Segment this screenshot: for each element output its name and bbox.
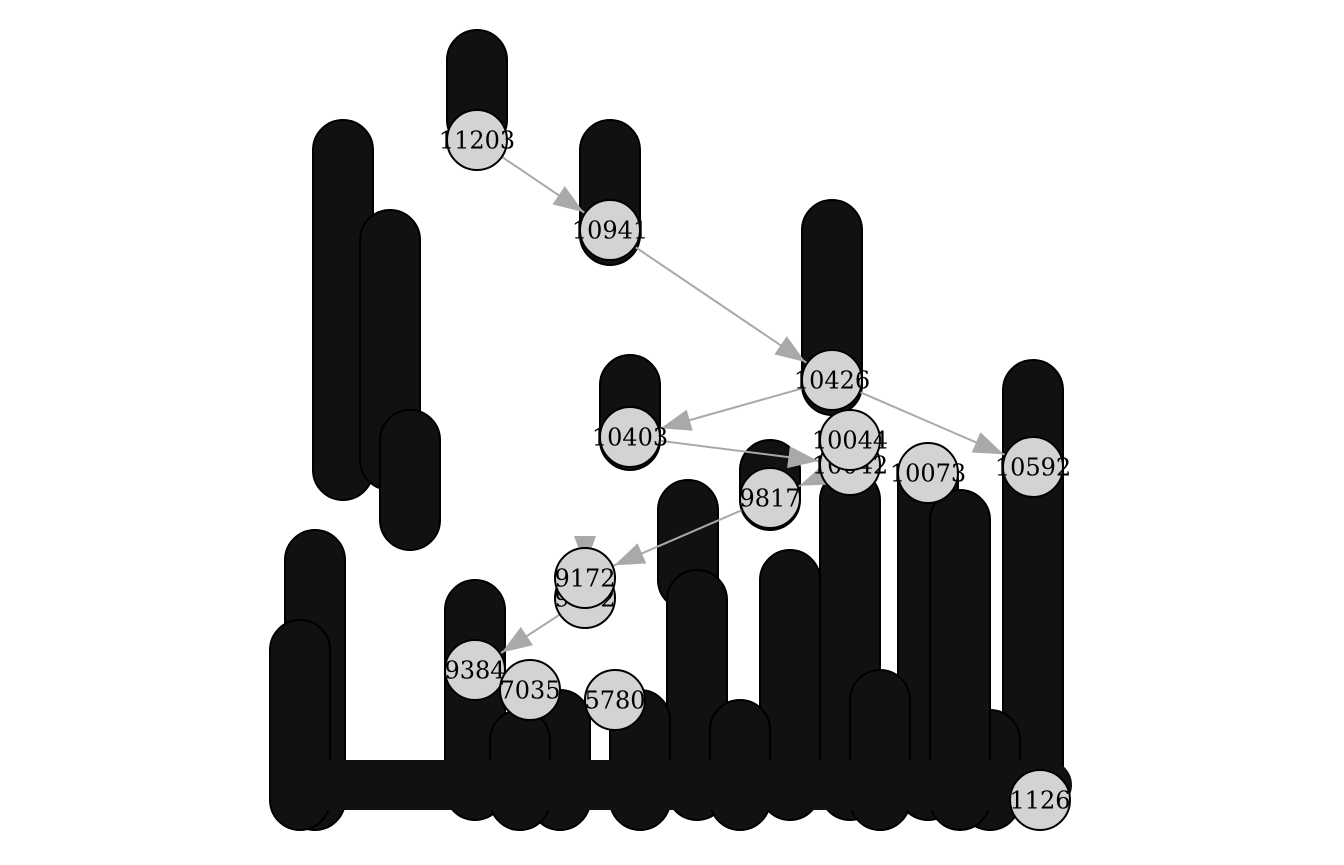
tree-node: 1126 (1009, 770, 1070, 830)
arrowhead (552, 186, 583, 212)
node-band (272, 760, 1072, 810)
node-column-stacks (270, 30, 1072, 830)
tree-node: 7035 (499, 660, 560, 720)
node-label: 10426 (794, 367, 870, 395)
node-stack (380, 410, 440, 550)
node-label: 7035 (499, 677, 560, 705)
node-label: 10941 (572, 217, 648, 245)
node-label: 11203 (439, 127, 515, 155)
arrowhead (972, 432, 1004, 454)
tree-node: 9817 (739, 468, 800, 528)
node-label: 9817 (739, 485, 800, 513)
node-label: 5780 (584, 687, 645, 715)
arrowhead (614, 543, 646, 565)
node-label: 9172 (554, 565, 615, 593)
arrowhead (502, 627, 533, 653)
tree-node: 9384 (444, 640, 505, 700)
node-label: 10403 (592, 424, 668, 452)
node-label: 10073 (890, 460, 966, 488)
arrowhead (774, 336, 805, 362)
tree-node: 9172 (554, 548, 615, 608)
tree-node: 5780 (584, 670, 645, 730)
node-label: 9384 (444, 657, 505, 685)
node-label: 10592 (995, 454, 1071, 482)
node-label: 1126 (1009, 787, 1070, 815)
node-label: 10044 (812, 427, 888, 455)
